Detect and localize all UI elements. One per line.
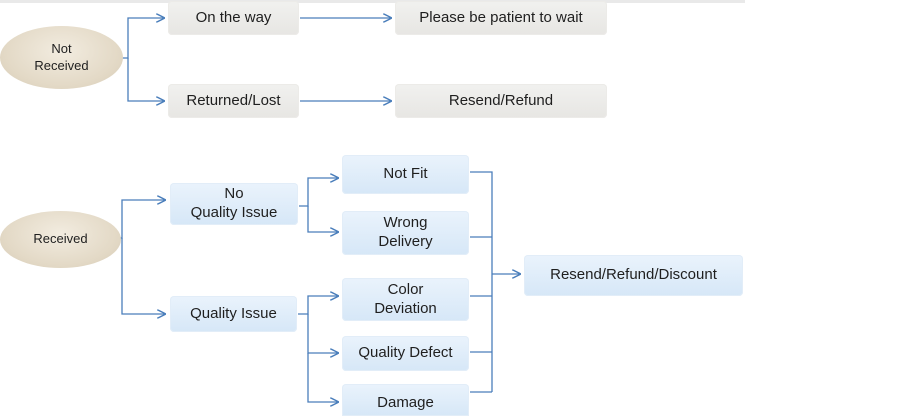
connector-no-quality-not-fit [299,178,338,207]
connector-received-no-quality [120,200,165,239]
quality-issue-box: Quality Issue [170,296,297,332]
not-received-oval: Not Received [0,26,123,89]
connector-not-received-on-the-way [122,18,164,59]
connector-not-received-returned [127,58,164,101]
quality-defect-box: Quality Defect [342,336,469,371]
connector-quality-damage [307,353,338,402]
wrong-delivery-box: Wrong Delivery [342,211,469,255]
please-wait-box: Please be patient to wait [395,1,607,35]
resend-refund-discount-box: Resend/Refund/Discount [524,255,743,296]
connector-quality-color [298,296,338,315]
color-deviation-box: Color Deviation [342,278,469,321]
connector-no-quality-wrong [307,206,338,232]
returned-lost-box: Returned/Lost [168,84,299,118]
resend-refund-box: Resend/Refund [395,84,607,118]
top-border-strip [0,0,745,3]
not-fit-box: Not Fit [342,155,469,194]
connector-received-quality [121,238,165,314]
connector-quality-defect [307,314,338,353]
on-the-way-box: On the way [168,1,299,35]
damage-box: Damage [342,384,469,416]
connector-not-fit-merge [470,171,493,392]
received-oval: Received [0,211,121,268]
no-quality-issue-box: No Quality Issue [170,183,298,225]
